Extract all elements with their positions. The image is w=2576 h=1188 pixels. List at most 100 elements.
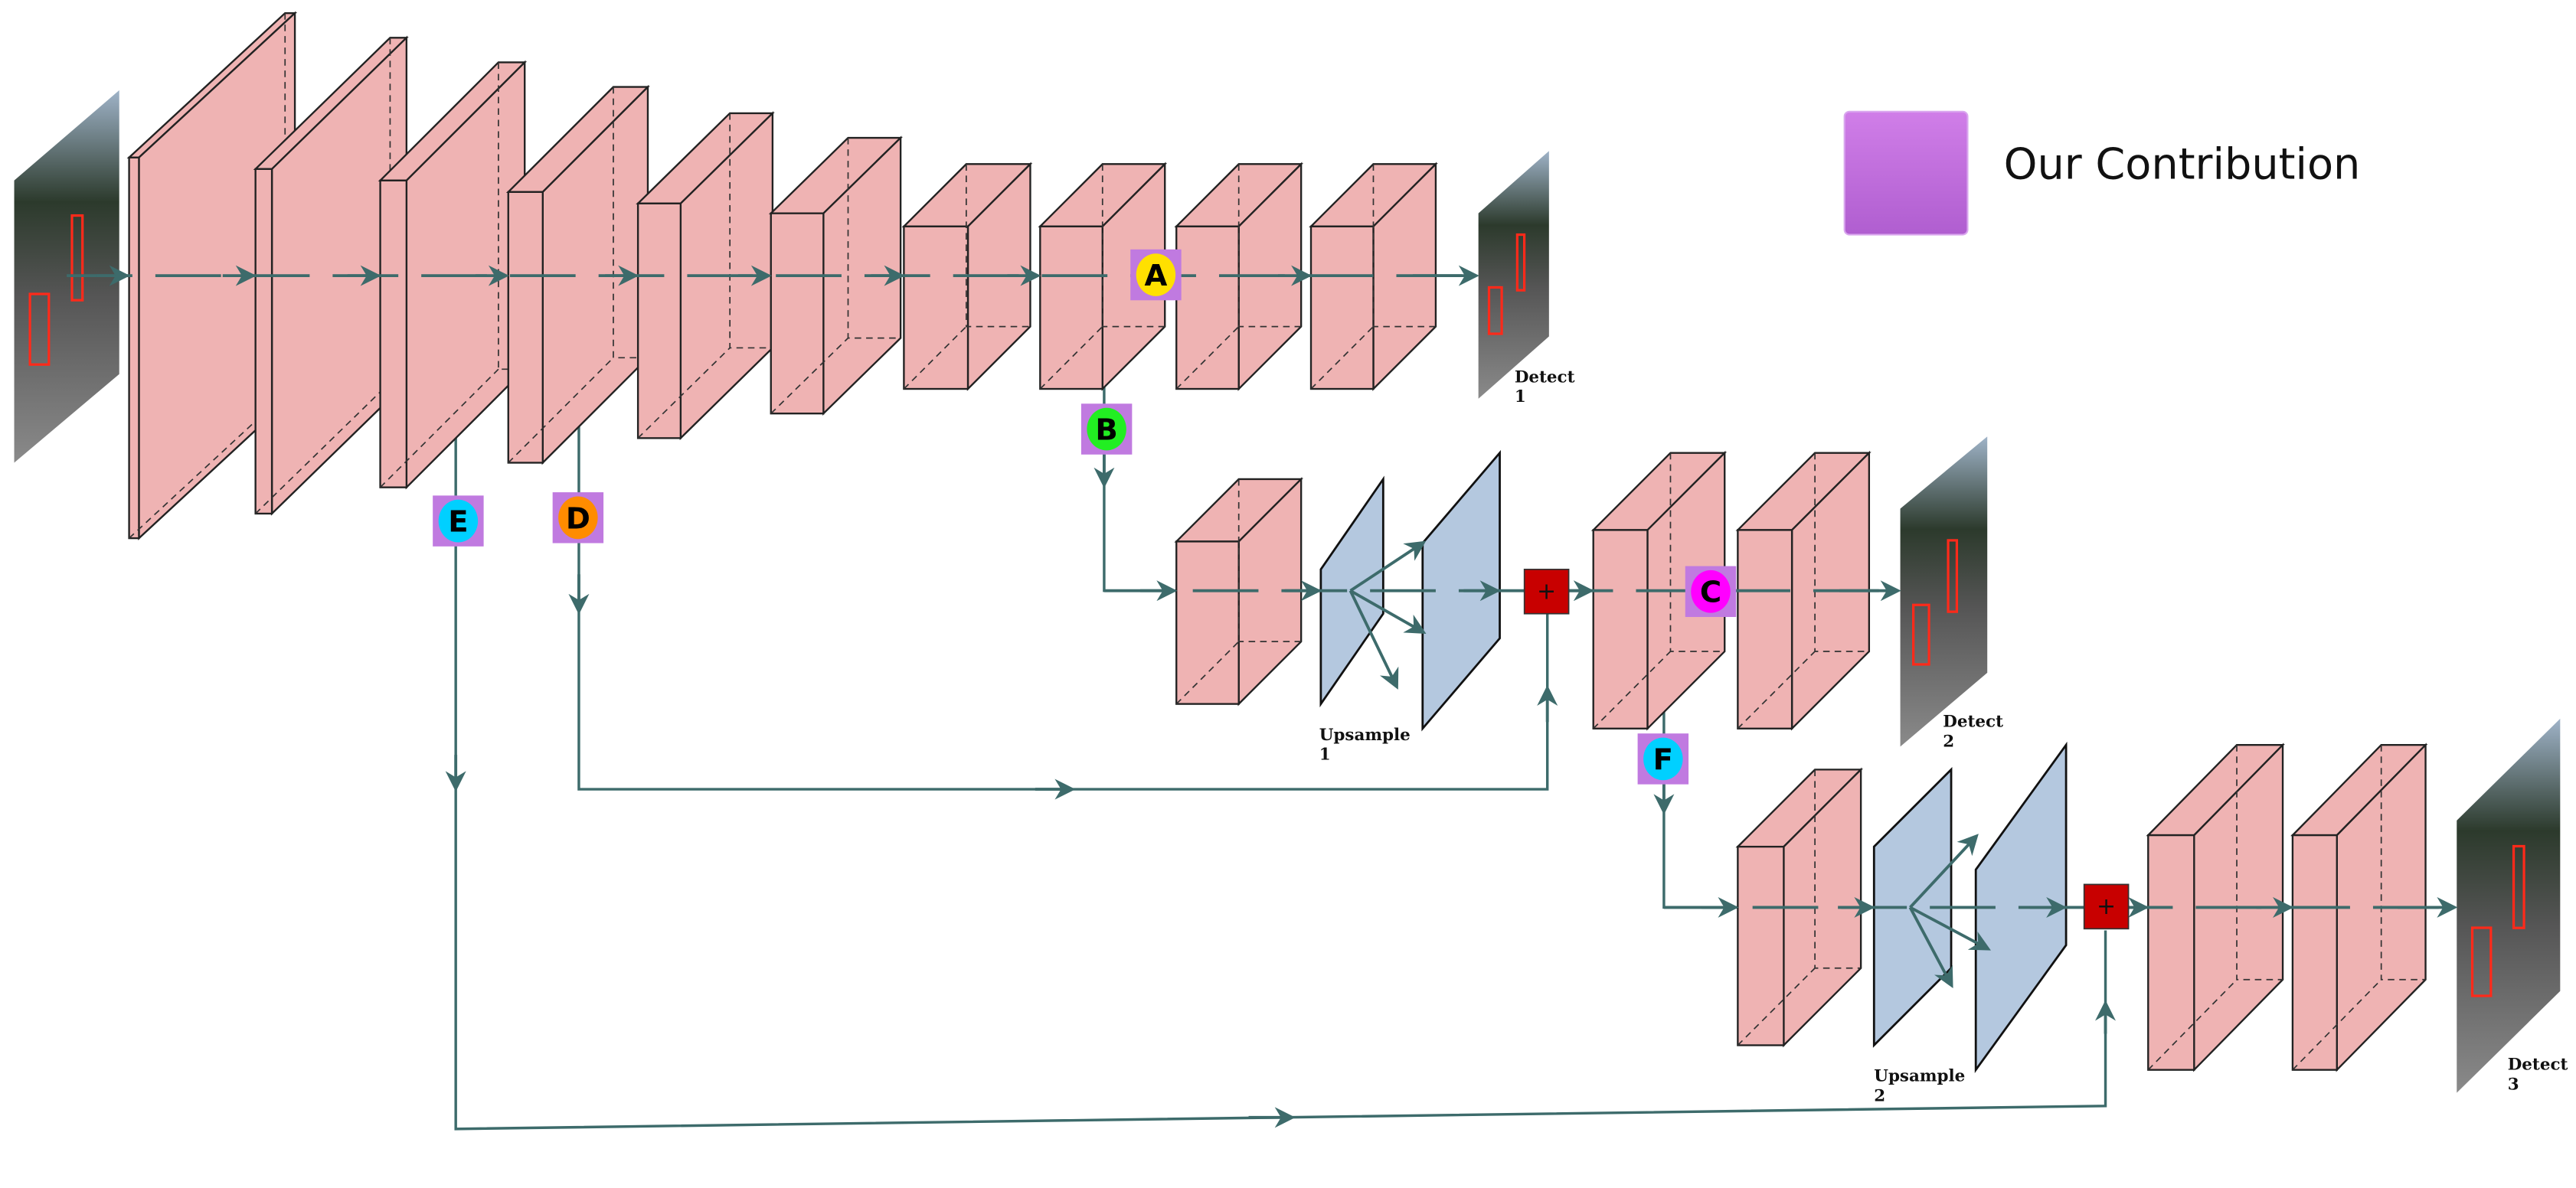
badge-letter: E xyxy=(448,505,468,540)
label-line: Detect xyxy=(1943,713,2003,732)
badge-letter: C xyxy=(1700,576,1721,610)
branch1-merge-layer-2 xyxy=(1735,450,1872,731)
connection-line xyxy=(1103,352,1177,592)
arrow xyxy=(1349,589,1427,634)
arrow xyxy=(1909,834,1979,909)
hidden-edge xyxy=(1669,452,1725,652)
hidden-edge xyxy=(1101,164,1165,328)
connection-line xyxy=(1662,689,1738,909)
label-line: Upsample xyxy=(1319,726,1411,745)
badge-circle xyxy=(438,499,479,543)
badge-circle xyxy=(1136,253,1176,296)
hidden-edge xyxy=(1175,325,1240,390)
detection-box xyxy=(1912,603,1930,666)
add-node-1: + xyxy=(1523,568,1570,615)
branch1-layer xyxy=(1174,477,1303,707)
hidden-edge xyxy=(1175,641,1240,705)
arrow xyxy=(1909,906,1991,951)
layer-front-face xyxy=(1175,540,1240,705)
label-line: Detect xyxy=(1515,367,1575,387)
hidden-edge xyxy=(637,347,731,439)
label-line: Detect xyxy=(2508,1056,2568,1075)
badge-circle xyxy=(1691,570,1731,613)
detection-box xyxy=(1515,233,1526,292)
hidden-edge xyxy=(508,357,614,464)
detect-2-image xyxy=(1900,436,1988,747)
label-line: 3 xyxy=(2508,1075,2519,1094)
hidden-edge xyxy=(255,381,391,514)
badge-letter: D xyxy=(566,501,590,536)
badge-circle xyxy=(1643,737,1683,781)
add-node-box xyxy=(1523,568,1570,615)
detect-1-image xyxy=(1478,151,1549,399)
contribution-badge-d: D xyxy=(552,492,604,543)
layer-front-face xyxy=(507,191,544,464)
detection-box xyxy=(70,214,84,302)
layer-front-face xyxy=(2147,834,2195,1071)
hidden-edge xyxy=(379,368,499,488)
legend-label: Our Contribution xyxy=(2004,140,2361,190)
label-line: 1 xyxy=(1515,387,1526,406)
layer-front-face xyxy=(1737,529,1793,729)
main-flow xyxy=(67,265,2458,988)
badge-circle xyxy=(558,496,598,540)
contribution-badge-c: C xyxy=(1685,566,1737,618)
badge-circle xyxy=(1087,407,1126,451)
hidden-edge xyxy=(1372,164,1436,328)
add-node-2: + xyxy=(2083,883,2130,930)
detection-box xyxy=(2470,926,2493,997)
legend: Our Contribution xyxy=(1843,110,2361,236)
add-node-box xyxy=(2083,883,2130,930)
layer-front-face xyxy=(903,225,969,390)
layer-front-face xyxy=(1592,529,1649,729)
arrow xyxy=(1348,589,1399,690)
backbone-layer-6 xyxy=(768,135,903,416)
layer-front-face xyxy=(1309,225,1375,390)
badge-letter: B xyxy=(1095,413,1117,447)
badge-letter: A xyxy=(1145,259,1168,293)
layer-front-face xyxy=(254,168,273,515)
add-symbol: + xyxy=(2097,893,2116,920)
hidden-edge xyxy=(903,325,967,390)
contribution-badge-e: E xyxy=(433,495,484,547)
hidden-edge xyxy=(965,164,1031,328)
street-image xyxy=(2457,718,2561,1093)
hidden-edge xyxy=(2147,979,2238,1071)
layer-front-face xyxy=(1737,845,1785,1046)
layer-front-face xyxy=(2291,834,2338,1071)
hidden-edge xyxy=(1237,478,1302,643)
layer-front-face xyxy=(1039,225,1103,390)
hidden-edge xyxy=(613,86,648,359)
street-image xyxy=(1900,436,1988,747)
backbone-layer-8 xyxy=(1038,162,1168,391)
hidden-edge xyxy=(1237,164,1302,328)
label-line: 2 xyxy=(1874,1086,1885,1105)
detection-box xyxy=(28,292,51,366)
arrow xyxy=(1349,540,1427,592)
detection-box xyxy=(2512,844,2525,929)
hidden-edge xyxy=(1310,325,1375,390)
hidden-edge xyxy=(770,337,849,414)
street-image xyxy=(1478,151,1549,399)
legend-swatch xyxy=(1843,110,1969,236)
contribution-badge-b: B xyxy=(1080,403,1133,455)
layer-front-face xyxy=(379,179,408,488)
branch2-layer xyxy=(1735,767,1863,1048)
layer-front-face xyxy=(128,156,140,540)
label-line: Upsample xyxy=(1874,1067,1965,1086)
contribution-badge-a: A xyxy=(1130,249,1182,301)
hidden-edge xyxy=(2292,979,2382,1071)
label-line: 1 xyxy=(1319,746,1331,765)
hidden-edge xyxy=(1039,325,1103,390)
layer-front-face xyxy=(1175,225,1240,390)
badge-letter: F xyxy=(1653,742,1673,777)
label-line: 2 xyxy=(1943,732,1954,751)
arrow xyxy=(1908,906,1953,988)
contribution-badge-f: F xyxy=(1637,733,1689,785)
